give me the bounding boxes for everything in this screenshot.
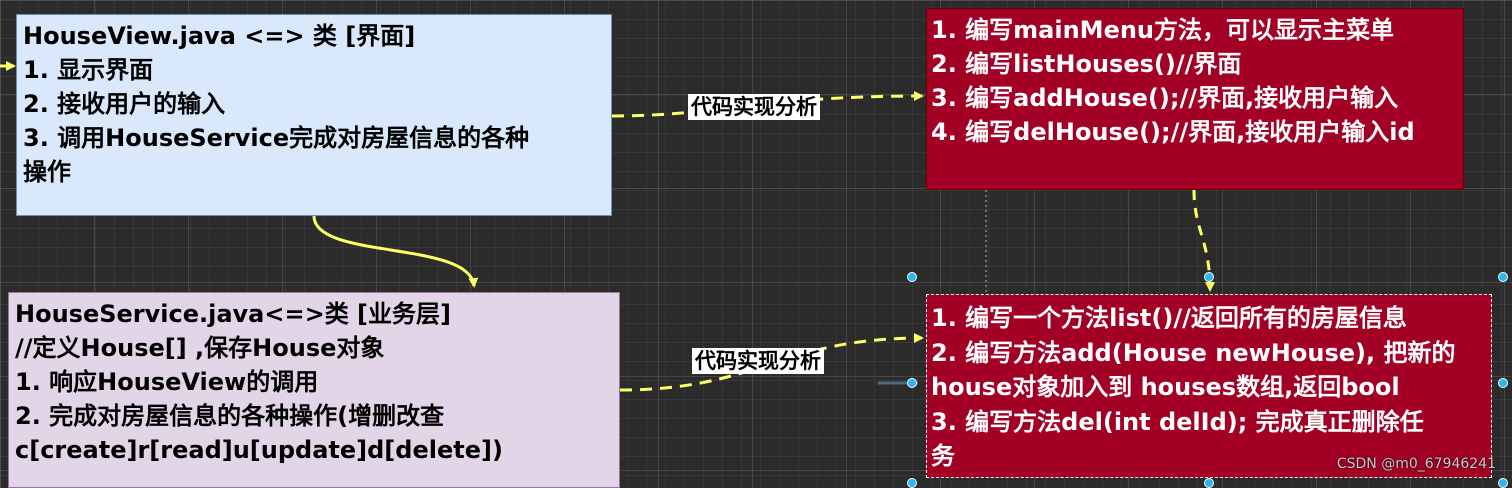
house-service-box[interactable]: HouseService.java<=>类 [业务层] //定义House[] …: [8, 292, 620, 488]
resize-handle-right[interactable]: [1498, 378, 1508, 388]
house-service-impl-box[interactable]: 1. 编写一个方法list()//返回所有的房屋信息 2. 编写方法add(Ho…: [926, 294, 1492, 478]
edge-service-to-impl: [619, 333, 924, 392]
view-impl-line: 2. 编写listHouses()//界面: [931, 50, 1242, 78]
service-box-line: //定义House[] ,保存House对象: [15, 334, 385, 362]
resize-handle-top[interactable]: [1204, 272, 1214, 282]
edge-label-bottom[interactable]: 代码实现分析: [692, 348, 824, 374]
edge-view-to-service: [312, 215, 479, 288]
service-box-title: HouseService.java<=>类 [业务层]: [15, 300, 451, 328]
resize-handle-bottom-left[interactable]: [907, 478, 917, 488]
service-impl-line: 务: [931, 442, 955, 470]
house-view-box[interactable]: HouseView.java <=> 类 [界面] 1. 显示界面 2. 接收用…: [16, 14, 612, 216]
view-box-line: 3. 调用HouseService完成对房屋信息的各种: [23, 124, 530, 152]
resize-handle-bottom-right[interactable]: [1498, 478, 1508, 488]
resize-handle-top-right[interactable]: [1498, 272, 1508, 282]
view-box-line: 1. 显示界面: [23, 56, 154, 84]
service-box-line: 1. 响应HouseView的调用: [15, 368, 319, 396]
view-impl-line: 3. 编写addHouse();//界面,接收用户输入: [931, 84, 1399, 112]
service-impl-line: 3. 编写方法del(int delId); 完成真正删除任: [931, 407, 1424, 436]
resize-handle-bottom[interactable]: [1204, 478, 1214, 488]
resize-handle-top-left[interactable]: [907, 272, 917, 282]
service-impl-line: 1. 编写一个方法list()//返回所有的房屋信息: [931, 304, 1407, 332]
service-impl-line: 2. 编写方法add(House newHouse), 把新的: [931, 338, 1456, 367]
watermark: CSDN @m0_67946241: [1336, 456, 1496, 472]
service-impl-line: house对象加入到 houses数组,返回bool: [931, 373, 1400, 401]
view-impl-line: 4. 编写delHouse();//界面,接收用户输入id: [931, 118, 1415, 146]
edge-label-top[interactable]: 代码实现分析: [688, 94, 820, 120]
view-box-line: 操作: [23, 158, 71, 186]
view-box-line: 2. 接收用户的输入: [23, 90, 226, 118]
house-view-impl-box[interactable]: 1. 编写mainMenu方法，可以显示主菜单 2. 编写listHouses(…: [926, 8, 1464, 190]
view-box-title: HouseView.java <=> 类 [界面]: [23, 22, 416, 50]
view-impl-line: 1. 编写mainMenu方法，可以显示主菜单: [931, 16, 1395, 44]
service-box-line: c[create]r[read]u[update]d[delete]): [15, 436, 503, 464]
resize-handle-left[interactable]: [907, 378, 917, 388]
service-box-line: 2. 完成对房屋信息的各种操作(增删改查: [15, 402, 445, 430]
